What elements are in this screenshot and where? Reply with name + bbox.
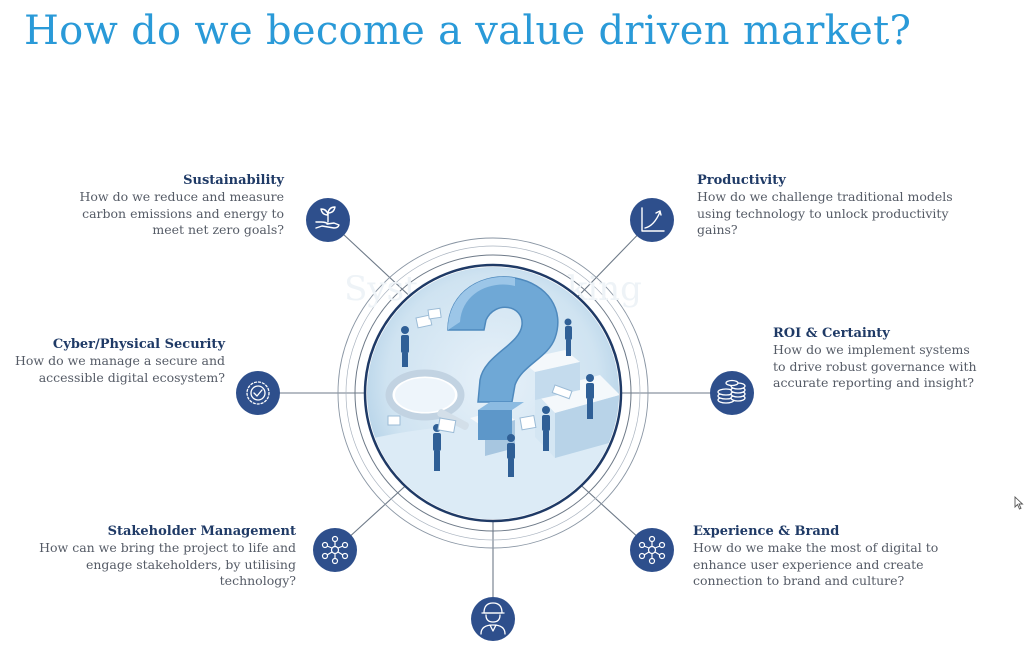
center-illustration [363, 263, 623, 523]
growth-chart-icon [641, 207, 665, 232]
block-productivity: Productivity How do we challenge traditi… [697, 172, 987, 239]
page-title: How do we become a value driven market? [24, 8, 912, 54]
network-icon [638, 535, 666, 565]
node-sustainability [306, 198, 350, 242]
block-title: ROI & Certainty [773, 326, 890, 341]
node-productivity [630, 198, 674, 242]
block-title: Stakeholder Management [107, 524, 296, 539]
block-title: Productivity [697, 173, 786, 188]
worker-icon [480, 602, 506, 635]
shield-check-icon [246, 381, 270, 405]
outer-ring [337, 237, 649, 549]
node-stakeholder [313, 528, 357, 572]
block-title: Sustainability [183, 173, 284, 188]
block-title: Cyber/Physical Security [52, 337, 225, 352]
block-stakeholder: Stakeholder Management How can we bring … [6, 523, 296, 590]
hand-plant-icon [315, 206, 340, 229]
block-body: How do we implement systems to drive rob… [773, 342, 977, 390]
network-icon [321, 535, 349, 565]
block-sustainability: Sustainability How do we reduce and meas… [14, 172, 285, 239]
block-body: How can we bring the project to life and… [39, 540, 296, 588]
block-body: How do we reduce and measure carbon emis… [79, 189, 285, 237]
concentric-rings [337, 237, 649, 549]
block-title: Experience & Brand [693, 524, 840, 539]
block-body: How do we manage a secure and accessible… [15, 353, 225, 385]
node-roi [710, 371, 754, 415]
block-cyber: Cyber/Physical Security How do we manage… [0, 336, 225, 386]
block-body: How do we challenge traditional models u… [697, 189, 953, 237]
block-body: How do we make the most of digital to en… [693, 540, 939, 588]
node-cyber [236, 371, 280, 415]
block-experience: Experience & Brand How do we make the mo… [693, 523, 993, 590]
node-experience [630, 528, 674, 572]
middle-ring [354, 254, 632, 532]
nodes [236, 198, 754, 641]
coin-stack-icon [717, 379, 746, 404]
mouse-cursor-icon [1014, 496, 1024, 510]
outer-ring-2 [345, 245, 641, 541]
block-roi: ROI & Certainty How do we implement syst… [773, 325, 1003, 392]
node-bottom [471, 597, 515, 641]
